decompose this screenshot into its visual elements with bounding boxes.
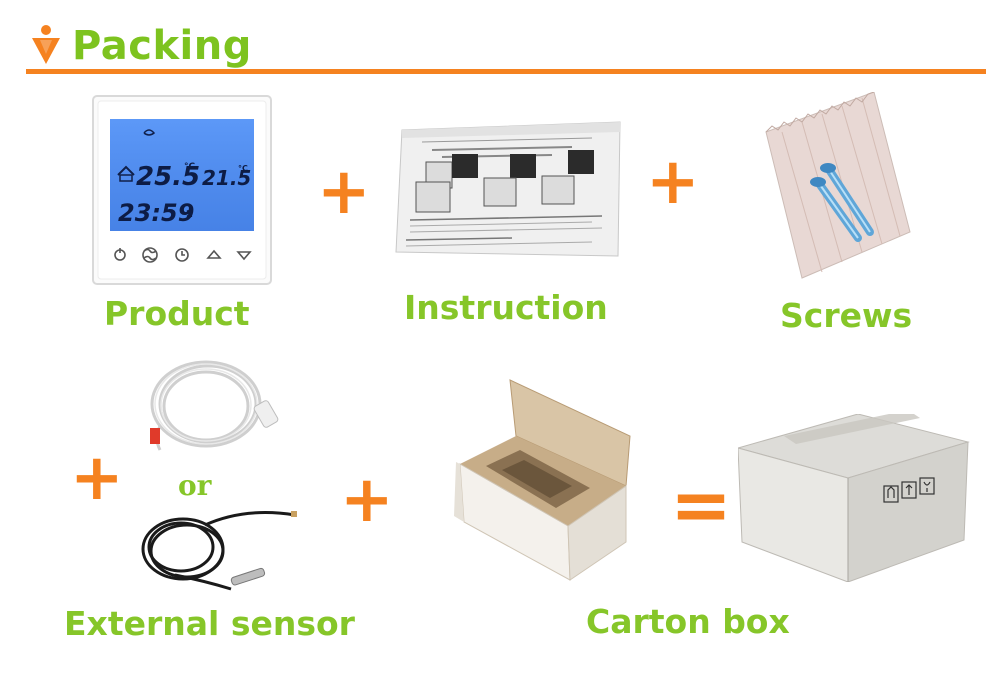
or-separator: or (178, 469, 212, 502)
plus-sign: + (340, 463, 394, 537)
handling-symbols-icon (883, 477, 935, 503)
screw-2 (810, 177, 862, 242)
header-divider (26, 69, 986, 74)
white-sensor-image (140, 354, 280, 462)
clock-time: 23:59 (118, 199, 194, 227)
plus-sign: + (646, 145, 700, 219)
page-title: Packing (72, 23, 252, 69)
screws-label: Screws (780, 296, 913, 335)
temp-unit-room: °C (184, 162, 196, 172)
room-temp: 25.5 (136, 162, 200, 192)
closed-carton-image (736, 410, 970, 583)
set-temp: 21.5 (202, 166, 251, 190)
down-arrow-person-icon (32, 25, 60, 64)
power-icon (114, 248, 126, 261)
screw-1 (820, 163, 874, 236)
product-image: 25.5 °C 21.5 °C 23:59 2 (92, 95, 272, 285)
plus-sign: + (317, 155, 371, 229)
carton-box-label: Carton box (586, 602, 790, 641)
down-icon (236, 251, 252, 261)
instruction-image (392, 120, 624, 262)
product-label: Product (104, 294, 250, 333)
external-sensor-label: External sensor (64, 604, 355, 643)
black-sensor-image (135, 505, 300, 600)
clock-icon (175, 248, 189, 262)
day-number: 2 (186, 209, 193, 220)
plus-sign: + (70, 441, 124, 515)
equals-sign: = (670, 462, 733, 548)
temp-unit-set: °C (238, 164, 248, 173)
open-carton-image (440, 376, 640, 586)
up-icon (206, 249, 222, 259)
screws-image (762, 91, 912, 282)
instruction-label: Instruction (404, 288, 608, 327)
mode-icon (142, 247, 158, 263)
